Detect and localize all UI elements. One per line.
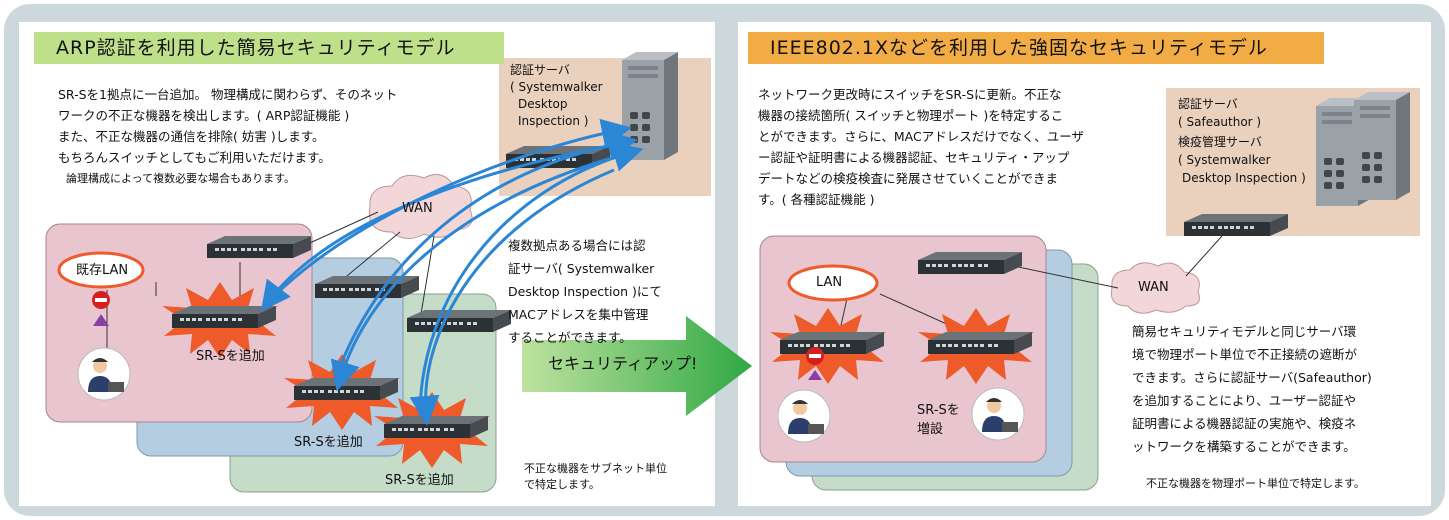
left-desc-3: また、不正な機器の通信を排除( 妨害 )します。 [58,129,325,144]
security-up-arrow [522,316,752,416]
left-side-text-5: することができます。 [508,330,632,345]
right-desc-3: とができます。さらに、MACアドレスだけでなく、ユーザ [758,129,1084,144]
left-note: 論理構成によって複数必要な場合もあります。 [66,172,296,185]
right-side-text-6: ットワークを構築することができます。 [1132,439,1356,454]
left-bottom-note-2: で特定します。 [524,478,600,491]
left-server-label-4: Inspection ) [518,114,589,128]
right-desc-6: す。( 各種認証機能 ) [758,192,875,207]
lan-oval-left [57,251,145,289]
right-side-text-5: 証明書による機器認証の実施や、検疫ネ [1132,416,1357,431]
right-title: IEEE802.1Xなどを利用した強固なセキュリティモデル [748,32,1324,64]
right-server-label-2: ( Safeauthor ) [1178,115,1262,129]
right-add-label-1: SR-Sを [917,403,960,418]
left-wan-label: WAN [402,201,433,216]
right-bottom-note: 不正な機器を物理ポート単位で特定します。 [1146,477,1365,490]
right-desc-4: ー認証や証明書による機器認証、セキュリティ・アップ [758,150,1070,165]
left-bottom-note-1: 不正な機器をサブネット単位 [524,462,667,475]
right-lan-label: LAN [816,275,843,290]
left-server-label-1: 認証サーバ [510,63,570,77]
right-server-label-1: 認証サーバ [1178,97,1238,111]
right-desc-1: ネットワーク更改時にスイッチをSR-Sに更新。不正な [758,87,1062,102]
wan-cloud-right [1110,262,1200,314]
right-add-label-2: 増設 [917,422,944,437]
left-add-label-2: SR-Sを追加 [294,435,363,450]
right-side-text-4: を追加することにより、ユーザー認証や [1132,393,1357,408]
left-side-text-4: MACアドレスを集中管理 [508,307,649,322]
left-lan-label: 既存LAN [76,263,129,278]
right-desc-5: デートなどの検疫検査に発展させていくことができま [758,171,1059,186]
right-side-text-1: 簡易セキュリティモデルと同じサーバ環 [1132,324,1357,339]
right-server-label-3: 検疫管理サーバ [1178,135,1262,149]
right-side-text-2: 境で物理ポート単位で不正接続の遮断が [1132,347,1358,362]
right-server-label-5: Desktop Inspection ) [1182,171,1306,185]
lan-oval-right [787,264,879,302]
left-desc-2: ワークの不正な機器を検出します。( ARP認証機能 ) [58,108,350,123]
right-wan-label: WAN [1138,280,1169,295]
left-desc-4: もちろんスイッチとしてもご利用いただけます。 [58,150,331,165]
left-desc-1: SR-Sを1拠点に一台追加。 物理構成に関わらず、そのネット [58,87,398,102]
left-server-label-2: ( Systemwalker [510,80,603,94]
right-desc-2: 機器の接続箇所( スイッチと物理ポート )を特定するこ [758,108,1064,123]
left-server-label-3: Desktop [518,97,568,111]
left-add-label-3: SR-Sを追加 [385,473,454,488]
left-side-text-1: 複数拠点ある場合には認 [508,238,646,253]
left-side-text-2: 証サーバ( Systemwalker [508,261,655,276]
right-server-label-4: ( Systemwalker [1178,153,1271,167]
left-side-text-3: Desktop Inspection )にて [508,284,662,299]
left-add-label-1: SR-Sを追加 [196,349,265,364]
left-title: ARP認証を利用した簡易セキュリティモデル [34,32,504,64]
right-side-text-3: できます。さらに認証サーバ(Safeauthor) [1132,370,1372,385]
security-up-label: セキュリティアップ! [548,354,698,373]
